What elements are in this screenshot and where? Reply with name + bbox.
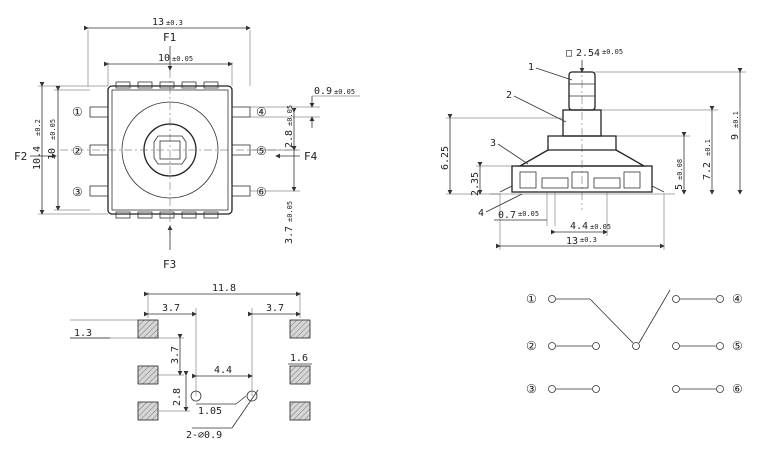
dim-2-35: 2.35 xyxy=(470,172,481,196)
dim-pitch-tol: ±0.05 xyxy=(286,105,294,126)
label-f3: F3 xyxy=(163,258,176,271)
dim-2-8: 2.8 xyxy=(172,388,183,406)
dim-inner-height-tol: ±0.05 xyxy=(49,119,57,140)
dim-9-tol: ±0.1 xyxy=(732,111,740,128)
dim-inner-tol: ±0.05 xyxy=(172,55,193,63)
dim-height: 10.4 xyxy=(32,146,43,170)
top-view: 13 ±0.3 F1 10 ±0.05 xyxy=(14,17,360,271)
dim-11-8: 11.8 xyxy=(212,283,236,294)
dim-0-7: 0.7 xyxy=(498,210,516,221)
dim-width: 13 xyxy=(152,17,164,28)
dim-height-tol: ±0.2 xyxy=(34,119,42,136)
dim-holes: 2-⌀0.9 xyxy=(186,430,222,441)
dim-4-4-tol: ±0.05 xyxy=(590,223,611,231)
dim-lower-tol: ±0.05 xyxy=(286,201,294,222)
dim-pin-width: 0.9 xyxy=(314,86,332,97)
dim-13-tol: ±0.3 xyxy=(580,236,597,244)
schematic: ① ② ③ ④ ⑤ ⑥ xyxy=(526,289,743,396)
dim-pitch: 2.8 xyxy=(284,130,295,148)
dim-4-4-footprint: 4.4 xyxy=(214,365,232,376)
dim-7-2-tol: ±0.1 xyxy=(704,139,712,156)
dim-9: 9 xyxy=(730,134,741,140)
pin-6-label: ⑥ xyxy=(256,185,267,199)
dim-3-7-vert: 3.7 xyxy=(170,346,181,364)
label-f2: F2 xyxy=(14,150,27,163)
dim-inner-height: 10 xyxy=(47,148,58,160)
dim-5-tol: ±0.08 xyxy=(676,159,684,180)
dim-0-7-tol: ±0.05 xyxy=(518,210,539,218)
pin-4-label: ④ xyxy=(256,105,267,119)
dim-1-05: 1.05 xyxy=(198,406,222,417)
label-f4: F4 xyxy=(304,150,318,163)
schematic-pin-5: ⑤ xyxy=(732,339,743,353)
pin-2-label: ② xyxy=(72,144,83,158)
dim-6-25: 6.25 xyxy=(440,146,451,170)
pad-1 xyxy=(137,319,159,339)
schematic-pin-3: ③ xyxy=(526,382,537,396)
dim-3-7-right: 3.7 xyxy=(266,303,284,314)
pad-2 xyxy=(137,365,159,385)
pin-1-label: ① xyxy=(72,105,83,119)
dim-pin-width-tol: ±0.05 xyxy=(334,88,355,96)
part-1-label: 1 xyxy=(528,62,534,73)
dim-4-4: 4.4 xyxy=(570,221,588,232)
dim-5: 5 xyxy=(674,184,685,190)
pin-3-label: ③ xyxy=(72,185,83,199)
dim-shaft: 2.54 xyxy=(576,48,600,59)
schematic-pin-2: ② xyxy=(526,339,537,353)
pad-3 xyxy=(137,401,159,421)
dim-1-3: 1.3 xyxy=(74,328,92,339)
dim-13: 13 xyxy=(566,236,578,247)
part-3-label: 3 xyxy=(490,138,496,149)
pad-4 xyxy=(289,319,311,339)
label-f1: F1 xyxy=(163,31,176,44)
dim-inner: 10 xyxy=(158,53,170,64)
hole-right xyxy=(246,390,258,402)
part-2-label: 2 xyxy=(506,90,512,101)
dim-shaft-tol: ±0.05 xyxy=(602,48,623,56)
schematic-pin-4: ④ xyxy=(732,292,743,306)
dim-1-6: 1.6 xyxy=(290,353,308,364)
dim-7-2: 7.2 xyxy=(702,162,713,180)
pin-5-label: ⑤ xyxy=(256,144,267,158)
hole-left xyxy=(190,390,202,402)
schematic-pin-1: ① xyxy=(526,292,537,306)
dim-width-tol: ±0.3 xyxy=(166,19,183,27)
pad-6 xyxy=(289,401,311,421)
pad-5 xyxy=(289,365,311,385)
footprint: 11.8 3.7 3.7 1.3 3.7 1.6 4.4 xyxy=(70,283,312,441)
part-4-label: 4 xyxy=(478,208,484,219)
dim-3-7-left: 3.7 xyxy=(162,303,180,314)
side-view: □ 2.54 ±0.05 1 2 3 4 xyxy=(440,48,746,250)
dim-shaft-symbol: □ xyxy=(566,48,572,59)
dim-lower: 3.7 xyxy=(284,226,295,244)
schematic-pin-6: ⑥ xyxy=(732,382,743,396)
